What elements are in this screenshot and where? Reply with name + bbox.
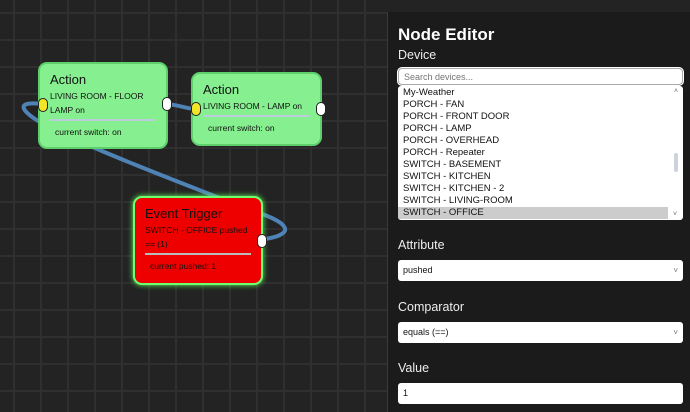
device-option[interactable]: SWITCH - LIVING-ROOM [403, 195, 513, 206]
node-description: SWITCH - OFFICE pushed == (1) [145, 225, 248, 249]
value-label: Value [398, 361, 430, 375]
device-option[interactable]: SWITCH - KITCHEN [403, 171, 491, 182]
divider [145, 253, 251, 255]
device-search-input[interactable] [398, 68, 683, 85]
node-editor-panel: Node Editor Device My-Weather PORCH - FA… [387, 12, 690, 412]
attribute-select[interactable]: pushed ˅ [398, 260, 683, 281]
comparator-select[interactable]: equals (==) ˅ [398, 322, 683, 343]
device-option[interactable]: PORCH - Repeater [403, 147, 485, 158]
output-port[interactable] [162, 97, 172, 111]
flow-canvas[interactable]: Action LIVING ROOM - FLOOR LAMP on curre… [0, 0, 387, 412]
node-state: current switch: on [55, 127, 122, 137]
device-option[interactable]: PORCH - FRONT DOOR [403, 111, 510, 122]
panel-title: Node Editor [398, 25, 495, 44]
output-port[interactable] [257, 234, 267, 248]
device-option[interactable]: PORCH - OVERHEAD [403, 135, 500, 146]
value-input[interactable]: 1 [398, 383, 683, 404]
input-port[interactable] [191, 102, 201, 116]
device-label: Device [398, 48, 437, 62]
action-node-floor-lamp[interactable]: Action LIVING ROOM - FLOOR LAMP on curre… [38, 62, 172, 149]
node-state: current switch: on [208, 123, 275, 133]
node-state: current pushed: 1 [150, 261, 217, 271]
action-node-lamp[interactable]: Action LIVING ROOM - LAMP on current swi… [191, 72, 326, 146]
node-title: Action [203, 82, 240, 97]
node-description: LIVING ROOM - FLOOR LAMP on [50, 91, 144, 115]
attribute-label: Attribute [398, 238, 445, 252]
node-title: Action [50, 72, 87, 87]
scroll-down-icon[interactable]: ˅ [673, 211, 678, 218]
comparator-label: Comparator [398, 300, 464, 314]
input-port[interactable] [38, 98, 48, 112]
chevron-down-icon: ˅ [673, 266, 678, 275]
attribute-value: pushed [403, 265, 433, 275]
device-option[interactable]: PORCH - LAMP [403, 123, 472, 134]
device-list-scrollbar[interactable]: ˄ ˅ [672, 86, 680, 220]
comparator-value: equals (==) [403, 327, 449, 337]
divider [50, 119, 156, 121]
device-option-selected[interactable]: SWITCH - OFFICE [398, 207, 668, 219]
divider [203, 115, 310, 117]
device-option[interactable]: SWITCH - KITCHEN - 2 [403, 183, 505, 194]
node-title: Event Trigger [145, 206, 223, 221]
device-option[interactable]: PORCH - FAN [403, 99, 465, 110]
chevron-down-icon: ˅ [673, 328, 678, 337]
device-list[interactable]: My-Weather PORCH - FAN PORCH - FRONT DOO… [398, 86, 683, 220]
event-trigger-node[interactable]: Event Trigger SWITCH - OFFICE pushed == … [133, 196, 267, 285]
value-text: 1 [403, 388, 409, 398]
node-description: LIVING ROOM - LAMP on [203, 101, 303, 111]
connection-trigger-to-action1[interactable] [21, 101, 288, 242]
output-port[interactable] [316, 102, 326, 116]
scroll-thumb[interactable] [674, 153, 678, 172]
device-option[interactable]: SWITCH - BASEMENT [403, 159, 502, 170]
device-option[interactable]: My-Weather [403, 87, 455, 98]
scroll-up-icon[interactable]: ˄ [673, 88, 679, 95]
